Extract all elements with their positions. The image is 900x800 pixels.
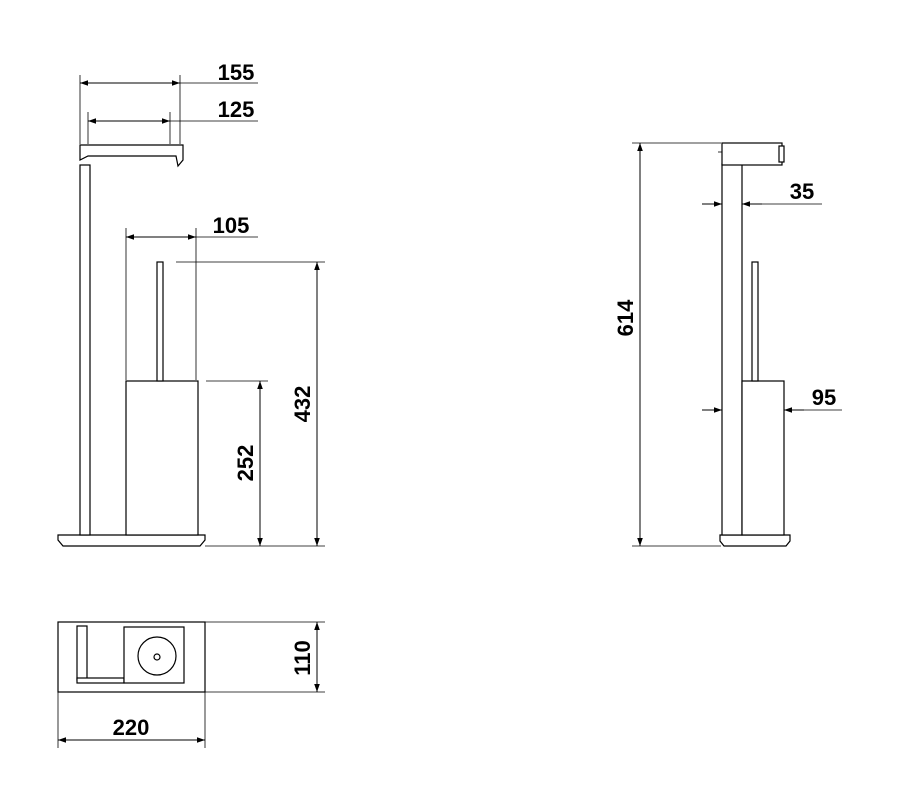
dim-label-105: 105: [213, 213, 250, 238]
front-base-plate: [57, 534, 206, 547]
side-view: 614 35 95: [613, 142, 842, 547]
side-base-plate: [719, 534, 791, 547]
side-top-holder: [721, 142, 783, 166]
dim-label-252: 252: [233, 445, 258, 482]
dim-label-432: 432: [290, 386, 315, 423]
dim-label-35: 35: [790, 179, 814, 204]
front-paper-holder-arm: [79, 144, 184, 168]
front-brush-container: [125, 380, 199, 536]
dim-label-220: 220: [113, 715, 150, 740]
side-post: [721, 163, 743, 536]
dim-label-125: 125: [218, 97, 255, 122]
dim-label-110: 110: [290, 640, 315, 676]
top-view: 110 220: [57, 621, 325, 748]
dim-label-95: 95: [812, 385, 836, 410]
dim-label-614: 614: [613, 299, 638, 336]
front-brush-handle: [156, 261, 164, 382]
side-brush-container: [741, 380, 785, 536]
dim-label-155: 155: [218, 60, 255, 85]
top-post: [76, 625, 88, 681]
front-view: 155 125 105 432 252: [57, 60, 325, 547]
side-brush-handle: [751, 261, 759, 382]
front-paper-holder-post: [79, 164, 91, 536]
